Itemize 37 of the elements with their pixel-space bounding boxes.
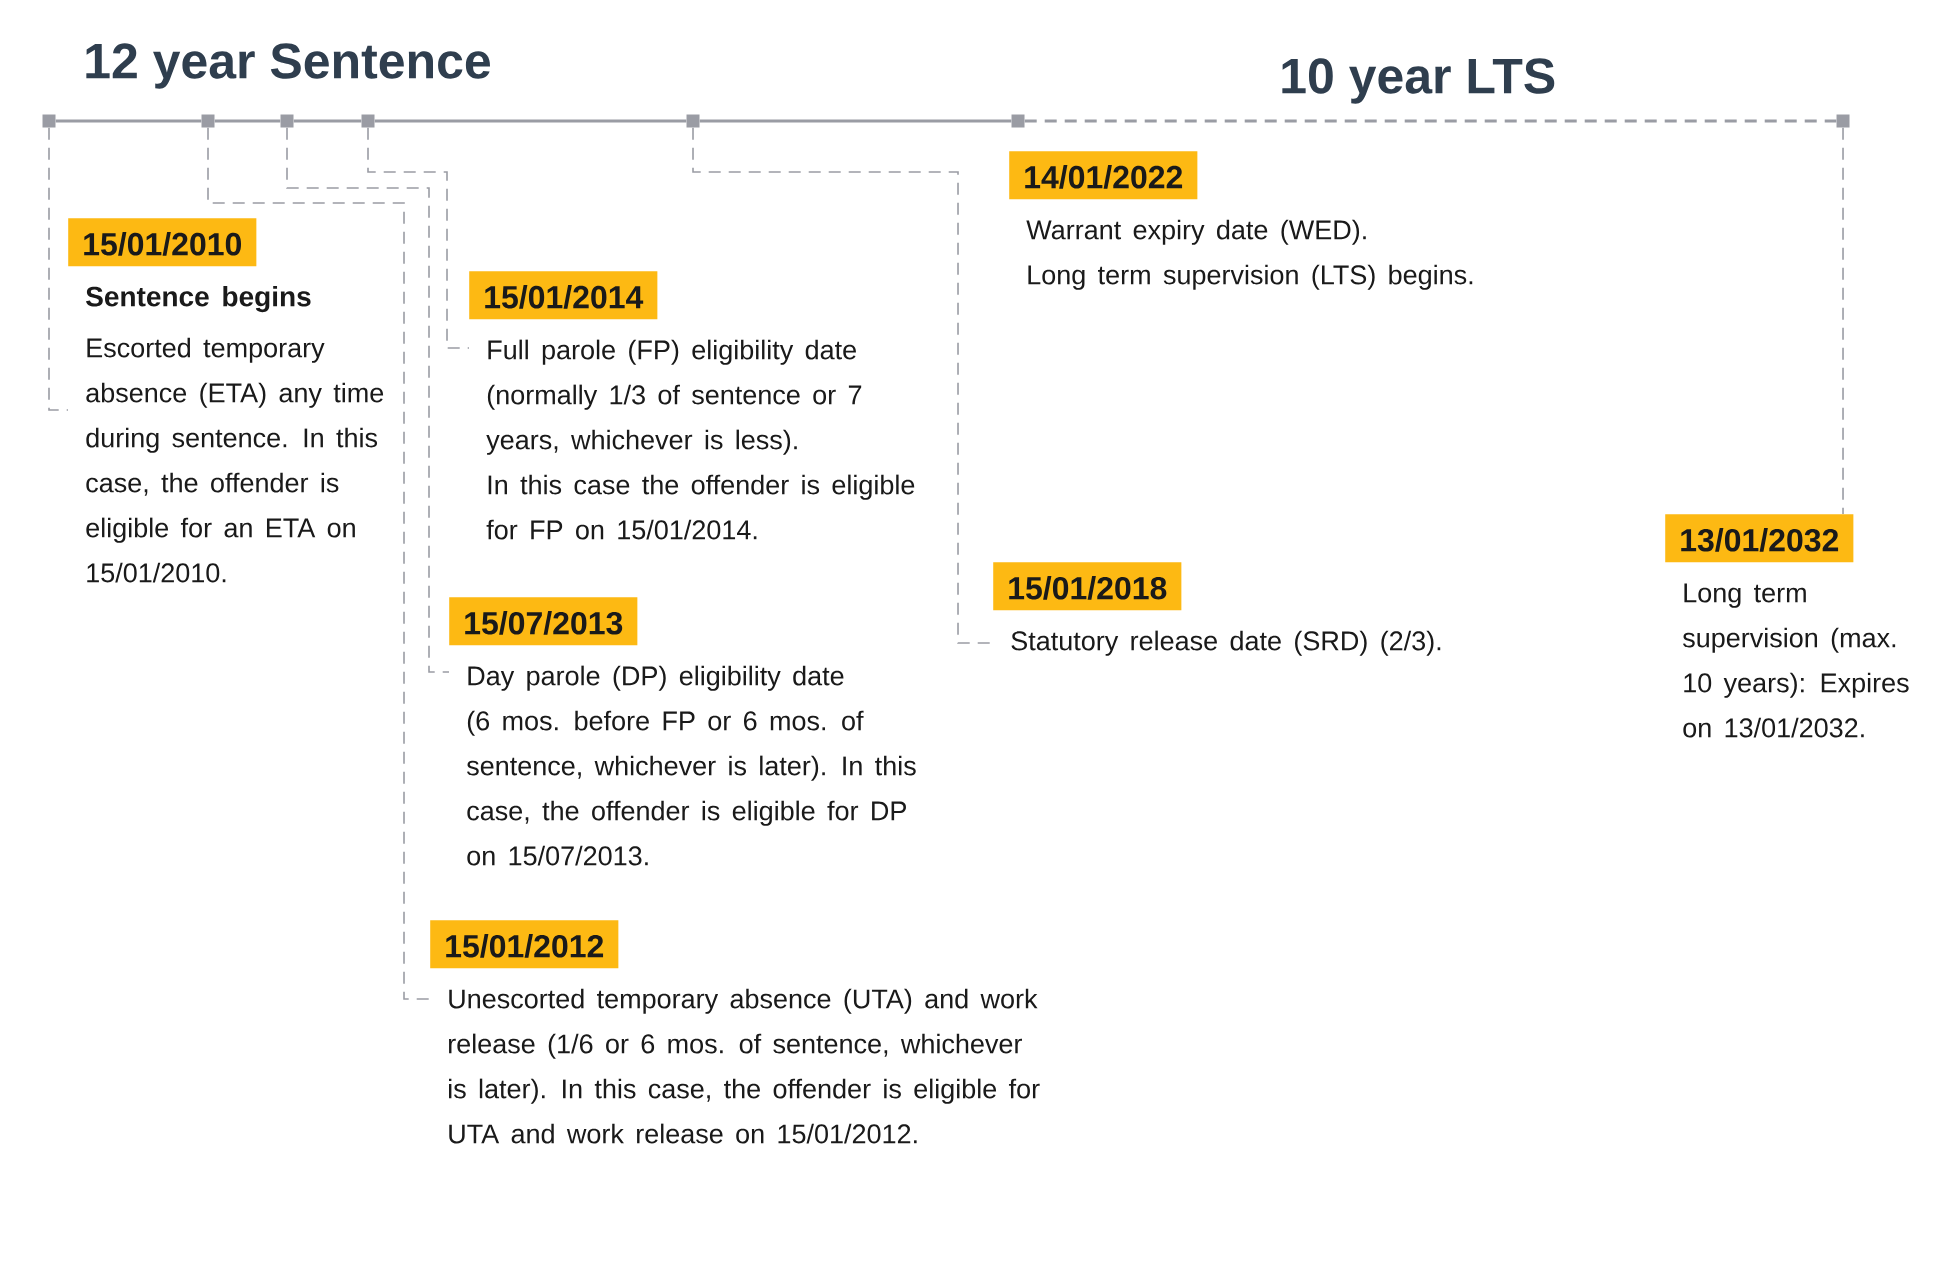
timeline-bar xyxy=(55,119,202,123)
description: Full parole (FP) eligibility date (normally 1/3 of sentence or 7 years, whichever is less). xyxy=(486,339,862,455)
date-badge: 13/01/2032 xyxy=(1665,514,1854,563)
date-badge: 15/01/2010 xyxy=(68,218,257,267)
timeline-bar xyxy=(293,119,362,123)
description: Long term supervision (max. 10 years): Expires on 13/01/2032. xyxy=(1682,583,1909,738)
timeline-marker xyxy=(1011,114,1025,128)
timeline-marker xyxy=(361,114,375,128)
timeline-marker xyxy=(686,114,700,128)
timeline-bar xyxy=(374,119,687,123)
description: Warrant expiry date (WED). xyxy=(1026,219,1366,245)
date-badge: 15/01/2014 xyxy=(469,271,658,320)
description: Day parole (DP) eligibility date (6 mos. before FP or 6 mos. of sentence, whichever is later). In this case, the offender is eligible for DP on 15/07/2013. xyxy=(466,665,916,866)
description: Escorted temporary absence (ETA) any time during sentence. In this case, the offender is eligible for an ETA on 15/01/2010. xyxy=(86,337,384,583)
date-badge: 15/01/2018 xyxy=(993,562,1182,611)
timeline-marker xyxy=(1836,114,1850,128)
description: Long term supervision (LTS) begins. xyxy=(1028,264,1473,290)
description: Unescorted temporary absence (UTA) and work release (1/6 or 6 mos. of sentence, whichever is later). In this case, the offender is eligible for UTA and work release on 15/01/2012. xyxy=(449,988,1040,1144)
timeline-bar xyxy=(214,119,281,123)
leader-line xyxy=(286,126,450,673)
timeline-marker xyxy=(201,114,215,128)
leader-line xyxy=(207,126,431,1000)
timeline-marker xyxy=(42,114,56,128)
timeline-bar xyxy=(1024,119,1837,123)
section-title: 12 year Sentence xyxy=(86,43,490,89)
leader-line xyxy=(1842,126,1844,515)
leader-line xyxy=(367,126,470,349)
heading: Sentence begins xyxy=(86,285,311,313)
timeline-bar xyxy=(699,119,1012,123)
date-badge: 15/07/2013 xyxy=(449,597,638,646)
description: In this case the offender is eligible for FP on 15/01/2014. xyxy=(486,474,915,540)
description: Statutory release date (SRD) (2/3). xyxy=(1011,630,1441,656)
date-badge: 14/01/2022 xyxy=(1009,151,1198,200)
section-title: 10 year LTS xyxy=(1282,58,1555,104)
leader-line xyxy=(48,126,69,411)
timeline-marker xyxy=(280,114,294,128)
date-badge: 15/01/2012 xyxy=(430,920,619,969)
